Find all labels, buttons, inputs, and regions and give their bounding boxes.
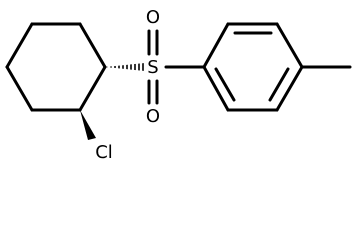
- structure-canvas: S O O Cl: [5, 7, 352, 163]
- sulfur-atom-label: S: [147, 57, 158, 78]
- ring-bond-c4-c5: [5, 65, 34, 112]
- hashed-wedge-bond-c1-s: [106, 63, 144, 71]
- aryl-bond-1: [202, 22, 230, 69]
- chlorine-atom-label: Cl: [95, 142, 113, 163]
- aryl-inner-bond-left: [214, 67, 236, 102]
- structure-diagram: S O O Cl: [5, 7, 352, 163]
- oxygen-top-atom-label: O: [146, 7, 160, 28]
- solid-wedge-bond-c6-cl: [80, 110, 96, 140]
- ring-bond-c1-c2: [78, 22, 107, 69]
- tolyl-ring: [202, 22, 352, 112]
- aryl-bond-4: [275, 65, 304, 112]
- cyclohexane-ring: [5, 22, 107, 112]
- ring-bond-c6-c1: [78, 65, 107, 112]
- aryl-inner-bond-right: [268, 67, 290, 102]
- aryl-bond-6: [202, 65, 230, 112]
- aryl-bond-3: [275, 22, 304, 69]
- sulfonyl-group: [147, 29, 206, 105]
- oxygen-bottom-atom-label: O: [146, 106, 160, 127]
- ring-bond-c3-c4: [5, 22, 34, 69]
